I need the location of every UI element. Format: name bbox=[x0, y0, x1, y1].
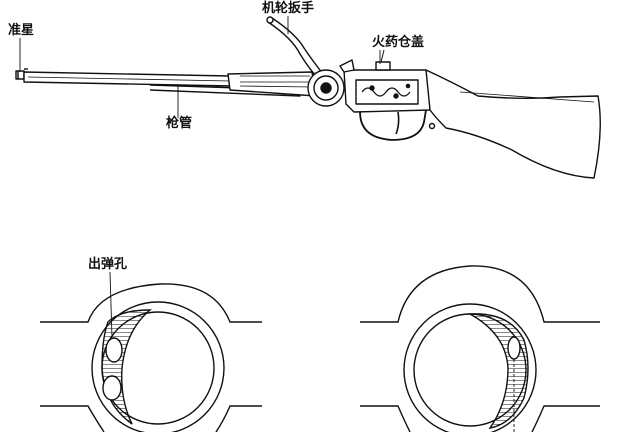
label-powder-pan-cover: 火药仓盖 bbox=[372, 35, 425, 50]
gun-illustration bbox=[15, 16, 601, 179]
label-wheel-lever: 机轮扳手 bbox=[262, 1, 315, 16]
trigger-guard bbox=[359, 109, 436, 141]
barrel bbox=[23, 71, 301, 97]
lock-plate bbox=[343, 69, 431, 113]
label-barrel: 枪管 bbox=[166, 116, 193, 131]
label-front-sight: 准星 bbox=[8, 23, 35, 38]
cross-section-right bbox=[360, 265, 600, 432]
cross-section-left bbox=[40, 271, 262, 432]
stock bbox=[425, 69, 601, 179]
wheel-lever bbox=[266, 16, 324, 79]
label-ejection-port: 出弹孔 bbox=[88, 257, 128, 272]
fore-stock bbox=[227, 71, 317, 97]
leader-lines bbox=[19, 16, 381, 118]
powder-pan-cover bbox=[339, 49, 391, 73]
wheel-lock-wheel bbox=[307, 69, 345, 107]
